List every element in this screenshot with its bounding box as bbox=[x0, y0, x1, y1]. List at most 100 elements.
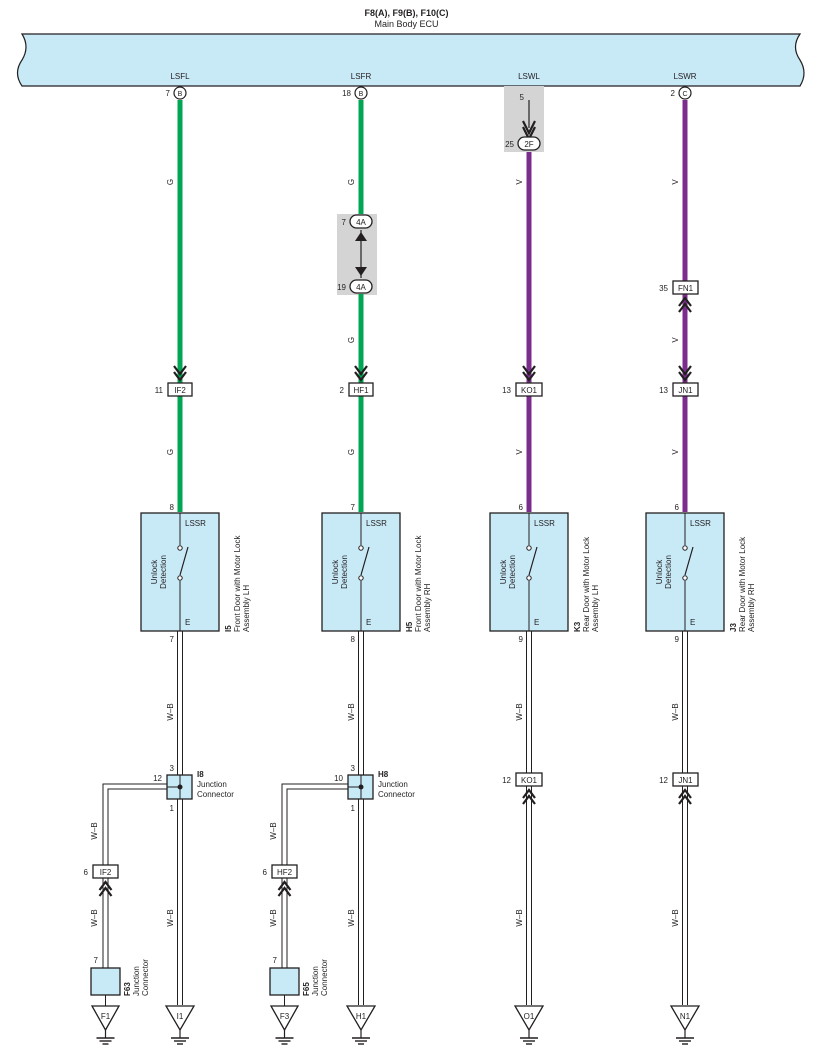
svg-text:W–B: W–B bbox=[515, 703, 524, 720]
ground-f3: F3 bbox=[269, 1005, 300, 1045]
svg-text:Front Door with Motor Lock: Front Door with Motor Lock bbox=[233, 535, 242, 632]
svg-text:B: B bbox=[359, 91, 364, 98]
svg-text:2: 2 bbox=[340, 386, 345, 395]
svg-text:G: G bbox=[347, 337, 356, 343]
svg-text:H1: H1 bbox=[356, 1012, 367, 1021]
junction-connector-f65: 7 F65 Junction Connector bbox=[269, 956, 329, 1006]
svg-text:Rear Door with Motor Lock: Rear Door with Motor Lock bbox=[738, 536, 747, 632]
inline-connector-ko1: KO1 13 bbox=[502, 365, 543, 397]
svg-text:Detection: Detection bbox=[664, 555, 673, 589]
svg-text:12: 12 bbox=[659, 776, 668, 785]
svg-text:I5: I5 bbox=[224, 625, 233, 632]
inline-connector-2f: 2F 25 bbox=[505, 120, 541, 151]
svg-text:Unlock: Unlock bbox=[499, 559, 508, 584]
svg-text:J3: J3 bbox=[729, 623, 738, 632]
svg-text:Assembly RH: Assembly RH bbox=[747, 583, 756, 632]
svg-text:LSSR: LSSR bbox=[366, 519, 387, 528]
ecu-terminal-lsfr: LSFR bbox=[351, 72, 372, 81]
svg-text:V: V bbox=[671, 179, 680, 185]
svg-text:8: 8 bbox=[170, 503, 175, 512]
svg-text:1: 1 bbox=[170, 804, 175, 813]
ecu-pin-lsfl: B 7 bbox=[166, 86, 187, 100]
svg-text:9: 9 bbox=[519, 635, 524, 644]
svg-text:F65: F65 bbox=[302, 982, 311, 996]
ecu-pin-lswr: C 2 bbox=[671, 86, 692, 100]
svg-text:9: 9 bbox=[675, 635, 680, 644]
svg-text:HF1: HF1 bbox=[353, 386, 369, 395]
svg-text:E: E bbox=[690, 618, 695, 627]
inline-connector-jn1-lower: JN1 12 bbox=[659, 772, 699, 805]
ecu-terminal-lswl: LSWL bbox=[518, 72, 540, 81]
wire-color-labels-upper: G G G G G V V V V V bbox=[166, 179, 680, 455]
ecu-terminal-lsfl: LSFL bbox=[170, 72, 190, 81]
svg-text:Connector: Connector bbox=[197, 790, 234, 799]
svg-text:10: 10 bbox=[334, 774, 343, 783]
svg-text:6: 6 bbox=[84, 868, 89, 877]
svg-text:H5: H5 bbox=[405, 621, 414, 632]
svg-text:I8: I8 bbox=[197, 770, 204, 779]
svg-text:W–B: W–B bbox=[515, 909, 524, 926]
svg-text:Unlock: Unlock bbox=[655, 559, 664, 584]
svg-text:2F: 2F bbox=[524, 140, 533, 149]
svg-text:3: 3 bbox=[351, 764, 356, 773]
svg-text:IF2: IF2 bbox=[100, 868, 112, 877]
svg-text:JN1: JN1 bbox=[678, 386, 693, 395]
svg-text:6: 6 bbox=[519, 503, 524, 512]
svg-text:W–B: W–B bbox=[269, 909, 278, 926]
svg-text:Assembly LH: Assembly LH bbox=[242, 585, 251, 632]
inline-connector-ko1-lower: KO1 12 bbox=[502, 772, 543, 805]
junction-i8: 3 12 1 I8 Junction Connector bbox=[153, 764, 234, 813]
svg-text:7: 7 bbox=[342, 218, 347, 227]
svg-text:2: 2 bbox=[671, 89, 676, 98]
svg-text:G: G bbox=[347, 449, 356, 455]
switch-i5: 8 LSSR E Unlock Detection 7 I5 Front Doo… bbox=[140, 503, 251, 644]
svg-text:V: V bbox=[671, 449, 680, 455]
ground-o1: O1 bbox=[513, 1005, 545, 1045]
svg-text:Junction: Junction bbox=[132, 966, 141, 996]
wire-wb-lower bbox=[102, 631, 688, 1005]
svg-text:Detection: Detection bbox=[508, 555, 517, 589]
switch-k3: 6 LSSR E Unlock Detection 9 K3 Rear Door… bbox=[489, 503, 600, 644]
svg-text:Junction: Junction bbox=[197, 780, 227, 789]
svg-text:7: 7 bbox=[273, 956, 278, 965]
svg-text:13: 13 bbox=[659, 386, 668, 395]
svg-text:G: G bbox=[166, 449, 175, 455]
svg-text:W–B: W–B bbox=[347, 909, 356, 926]
svg-text:Connector: Connector bbox=[141, 959, 150, 996]
svg-text:W–B: W–B bbox=[671, 703, 680, 720]
svg-text:1: 1 bbox=[351, 804, 356, 813]
svg-text:6: 6 bbox=[263, 868, 268, 877]
svg-text:W–B: W–B bbox=[166, 703, 175, 720]
svg-text:F1: F1 bbox=[101, 1012, 111, 1021]
inline-connector-fn1: FN1 35 bbox=[659, 280, 699, 313]
svg-text:4A: 4A bbox=[356, 218, 366, 227]
svg-text:IF2: IF2 bbox=[174, 386, 186, 395]
svg-text:K3: K3 bbox=[573, 621, 582, 632]
svg-text:11: 11 bbox=[155, 386, 164, 395]
svg-text:12: 12 bbox=[502, 776, 511, 785]
svg-text:35: 35 bbox=[659, 284, 668, 293]
svg-text:7: 7 bbox=[94, 956, 99, 965]
ground-n1: N1 bbox=[669, 1005, 701, 1045]
wire-color-labels-lower: W–B W–B W–B W–B W–B W–B W–B W–B W–B W–B … bbox=[90, 703, 680, 926]
svg-text:E: E bbox=[366, 618, 371, 627]
svg-text:7: 7 bbox=[166, 89, 171, 98]
svg-text:W–B: W–B bbox=[90, 822, 99, 839]
svg-text:13: 13 bbox=[502, 386, 511, 395]
svg-text:KO1: KO1 bbox=[521, 776, 538, 785]
ground-f1: F1 bbox=[90, 1005, 121, 1045]
svg-text:F63: F63 bbox=[123, 982, 132, 996]
svg-text:Assembly LH: Assembly LH bbox=[591, 585, 600, 632]
svg-text:G: G bbox=[347, 179, 356, 185]
inline-connector-hf1: HF1 2 bbox=[340, 365, 374, 397]
ecu-pin-lswl: 5 bbox=[520, 93, 525, 102]
svg-text:Detection: Detection bbox=[159, 555, 168, 589]
svg-text:V: V bbox=[671, 337, 680, 343]
svg-text:Junction: Junction bbox=[378, 780, 408, 789]
ecu-body bbox=[16, 33, 805, 87]
svg-text:18: 18 bbox=[342, 89, 351, 98]
svg-text:I1: I1 bbox=[177, 1012, 184, 1021]
svg-text:O1: O1 bbox=[524, 1012, 535, 1021]
svg-text:12: 12 bbox=[153, 774, 162, 783]
